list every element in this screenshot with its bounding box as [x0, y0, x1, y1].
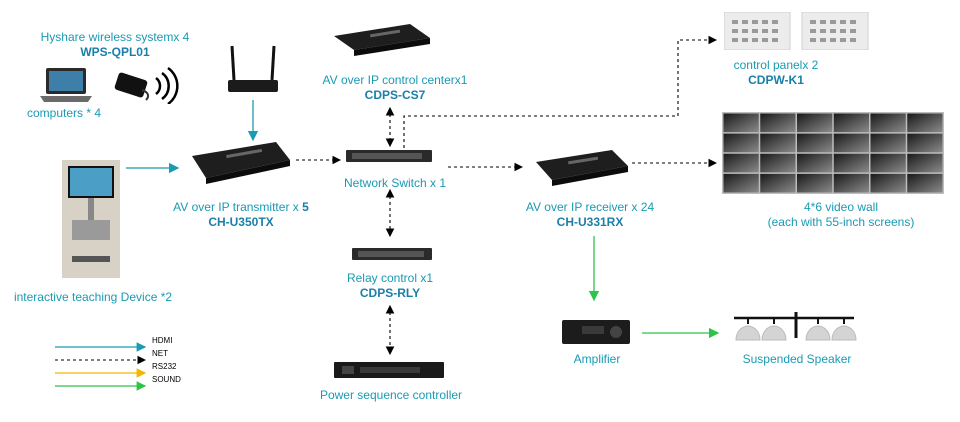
hyshare-model: WPS-QPL01 — [80, 45, 150, 59]
transmitter-title: AV over IP transmitter x — [173, 200, 299, 214]
video-wall-subtitle: (each with 55-inch screens) — [767, 215, 915, 229]
legend-item-sound: SOUND — [52, 375, 192, 388]
legend-item-net: NET — [52, 349, 192, 362]
legend-label-net: NET — [152, 349, 168, 358]
control-center-device-icon — [334, 24, 430, 56]
control-center-model: CDPS-CS7 — [364, 88, 426, 102]
control-panel-label: control panelx 2 CDPW-K1 — [714, 58, 838, 88]
computers-label: computers * 4 — [26, 106, 102, 120]
video-wall-screen — [907, 153, 943, 173]
video-wall-screen — [797, 133, 833, 153]
control-center-label: AV over IP control centerx1 CDPS-CS7 — [300, 73, 490, 103]
control-panel-icon — [724, 12, 869, 50]
video-wall-label: 4*6 video wall (each with 55-inch screen… — [746, 200, 936, 230]
relay-control-icon — [352, 248, 432, 260]
speaker-icon — [734, 312, 857, 341]
receiver-device-icon — [536, 150, 628, 186]
transmitter-label: AV over IP transmitter x 5 CH-U350TX — [156, 200, 326, 230]
control-panel-title: control panelx 2 — [733, 58, 819, 72]
video-wall-screen — [797, 173, 833, 193]
video-wall-screen — [723, 173, 759, 193]
legend-label-sound: SOUND — [152, 375, 181, 384]
video-wall-screen — [760, 113, 796, 133]
receiver-title: AV over IP receiver x 24 — [525, 200, 655, 214]
hyshare-title: Hyshare wireless systemx 4 — [40, 30, 190, 44]
video-wall-screen — [833, 153, 869, 173]
wireless-dongle-icon — [114, 66, 179, 104]
legend-label-rs232: RS232 — [152, 362, 177, 371]
control-panel-model: CDPW-K1 — [748, 73, 804, 87]
receiver-label: AV over IP receiver x 24 CH-U331RX — [510, 200, 670, 230]
video-wall-screen — [760, 173, 796, 193]
power-sequence-label: Power sequence controller — [319, 388, 463, 402]
video-wall-screen — [870, 133, 906, 153]
video-wall-screen — [833, 113, 869, 133]
laptop-icon — [40, 68, 92, 102]
video-wall-screen — [870, 153, 906, 173]
video-wall-screen — [833, 173, 869, 193]
video-wall-screen — [723, 133, 759, 153]
video-wall-title: 4*6 video wall — [803, 200, 879, 214]
network-switch-icon — [346, 150, 432, 162]
hyshare-label: Hyshare wireless systemx 4 WPS-QPL01 — [20, 30, 210, 60]
amplifier-icon — [562, 320, 630, 344]
video-wall-screen — [797, 113, 833, 133]
video-wall-screen — [723, 153, 759, 173]
transmitter-device-icon — [192, 142, 290, 184]
video-wall-screen — [833, 133, 869, 153]
legend: HDMI NET RS232 SOUND — [52, 336, 192, 388]
amplifier-label: Amplifier — [573, 352, 621, 366]
relay-title: Relay control x1 — [346, 271, 434, 285]
net-line-switch-panel — [403, 35, 718, 148]
relay-label: Relay control x1 CDPS-RLY — [320, 271, 460, 301]
video-wall-icon — [722, 112, 944, 194]
legend-label-hdmi: HDMI — [152, 336, 173, 345]
video-wall-screen — [870, 113, 906, 133]
router-icon — [228, 45, 278, 92]
switch-label: Network Switch x 1 — [343, 176, 447, 190]
relay-model: CDPS-RLY — [359, 286, 421, 300]
transmitter-model: CH-U350TX — [208, 215, 274, 229]
transmitter-count: 5 — [302, 200, 309, 214]
video-wall-screen — [797, 153, 833, 173]
video-wall-screen — [870, 173, 906, 193]
teaching-device-icon — [62, 160, 120, 278]
speaker-label: Suspended Speaker — [742, 352, 852, 366]
power-sequence-icon — [334, 362, 444, 378]
video-wall-screen — [907, 113, 943, 133]
video-wall-screen — [760, 133, 796, 153]
legend-item-hdmi: HDMI — [52, 336, 192, 349]
teaching-device-label: interactive teaching Device *2 — [13, 290, 173, 304]
video-wall-screen — [723, 113, 759, 133]
control-center-title: AV over IP control centerx1 — [322, 73, 468, 87]
legend-item-rs232: RS232 — [52, 362, 192, 375]
video-wall-screen — [760, 153, 796, 173]
receiver-model: CH-U331RX — [556, 215, 624, 229]
video-wall-screen — [907, 133, 943, 153]
video-wall-screen — [907, 173, 943, 193]
